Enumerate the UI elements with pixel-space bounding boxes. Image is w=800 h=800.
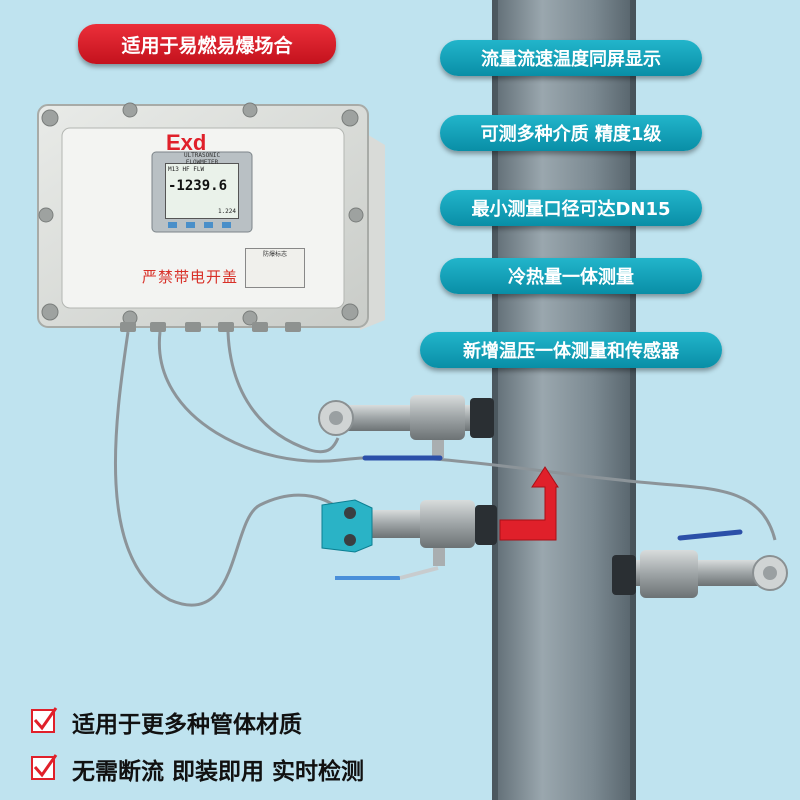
- bottom-feature-2: 无需断流 即装即用 实时检测: [72, 759, 365, 785]
- temperature-sensor-right: [612, 529, 788, 598]
- flowmeter-display: ULTRASONIC FLOWMETER M13 HF FLW -1239.6 …: [165, 152, 239, 219]
- feature-pill-5: 新增温压一体测量和传感器: [420, 332, 722, 368]
- display-sub-reading: 1.224: [217, 208, 236, 215]
- feature-pill-1: 流量流速温度同屏显示: [440, 40, 702, 76]
- display-brand: ULTRASONIC FLOWMETER: [183, 152, 221, 166]
- check-icon: [31, 754, 58, 780]
- flow-direction-arrow-icon: [499, 466, 559, 541]
- feature-pill-3: 最小测量口径可达DN15: [440, 190, 702, 226]
- display-reading: -1239.6: [168, 178, 228, 194]
- feature-pill-2: 可测多种介质 精度1级: [440, 115, 702, 151]
- nameplate: 防爆标志: [245, 248, 305, 288]
- upper-sensor-assembly: [318, 395, 494, 461]
- sensor-cables: [113, 331, 777, 607]
- bottom-feature-1: 适用于更多种管体材质: [72, 712, 302, 738]
- display-status: M13 HF FLW: [168, 166, 205, 173]
- explosion-proof-mark: Exd: [166, 130, 207, 155]
- check-icon: [31, 707, 58, 733]
- top-label: 适用于易燃易爆场合: [78, 24, 336, 64]
- warning-label: 严禁带电开盖: [142, 268, 239, 286]
- feature-pill-4: 冷热量一体测量: [440, 258, 702, 294]
- nameplate-title: 防爆标志: [262, 251, 287, 258]
- temperature-sensor-left: [321, 499, 497, 580]
